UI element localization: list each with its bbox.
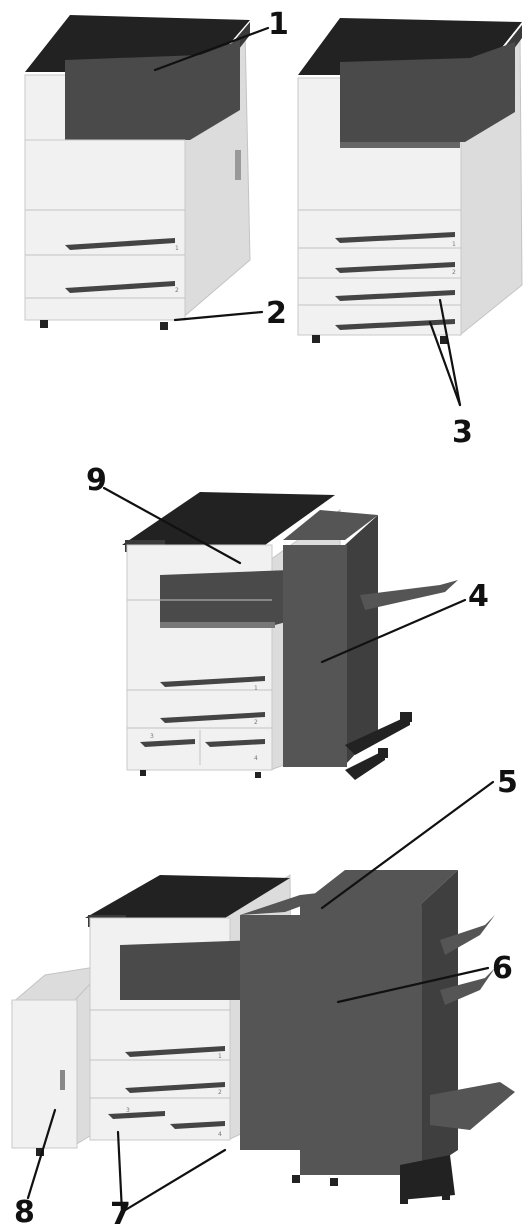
printer-with-optional-trays: 1 2 [297,18,523,344]
callout-3: 3 [452,415,473,450]
tray-1-number-b: 1 [452,241,456,248]
callout-9: 9 [86,463,107,498]
tray-2-number-d: 2 [218,1089,222,1096]
tray-2-number: 2 [175,287,179,294]
tray-4-number-d: 4 [218,1131,222,1138]
tray-2-number-c: 2 [254,719,258,726]
printer-with-booklet-finisher-and-hci: 1 2 3 4 [10,870,515,1204]
tray-1-number-c: 1 [254,685,258,692]
callout-7: 7 [110,1197,131,1224]
tray-3-number-c: 3 [150,733,154,740]
callout-8: 8 [14,1195,35,1224]
tray-3-number-d: 3 [126,1107,130,1114]
printer-with-staple-finisher: 1 2 3 4 [122,492,458,780]
callout-4: 4 [468,579,489,614]
printer-base-configuration: 1 2 [24,15,251,330]
tray-2-number-b: 2 [452,269,456,276]
callout-labels: 1 2 3 4 5 6 7 8 9 [14,7,518,1224]
callout-6: 6 [492,951,513,986]
callout-2: 2 [266,296,287,331]
tray-1-number: 1 [175,245,179,252]
tray-4-number-c: 4 [254,755,258,762]
tray-1-number-d: 1 [218,1053,222,1060]
callout-5: 5 [497,765,518,800]
callout-1: 1 [268,7,289,42]
leader-lines [26,26,495,1214]
